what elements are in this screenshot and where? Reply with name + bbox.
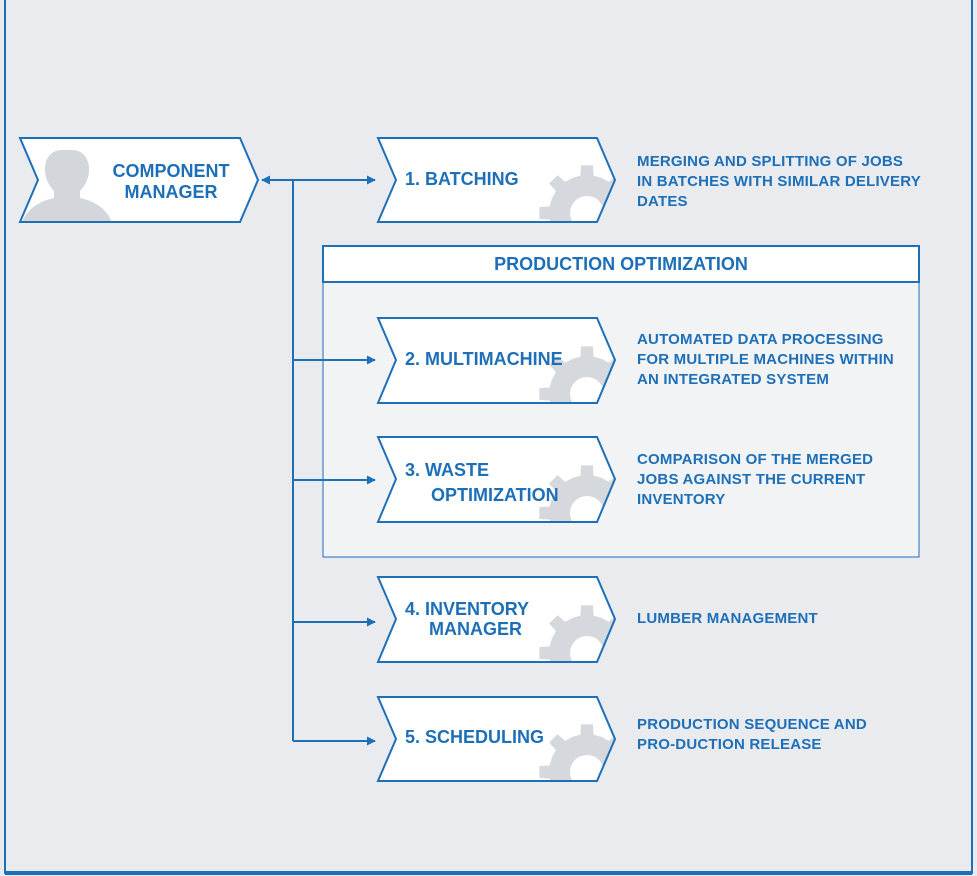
component-manager-label-line2: MANAGER xyxy=(124,181,218,202)
step-node-multimachine xyxy=(376,317,617,404)
step-node-scheduling xyxy=(376,696,617,782)
component-manager-node xyxy=(18,137,260,223)
step-label-scheduling: 5. SCHEDULING xyxy=(405,727,545,747)
step-description-batching: MERGING AND SPLITTING OF JOBS IN BATCHES… xyxy=(637,153,921,210)
step-label-inventory-manager: 4. INVENTORY MANAGER xyxy=(405,599,530,639)
production-optimization-title: PRODUCTION OPTIMIZATION xyxy=(494,254,748,274)
step-node-inventory-manager xyxy=(376,576,617,663)
step-node-batching xyxy=(376,137,617,223)
step-label-batching: 1. BATCHING xyxy=(405,169,519,189)
step-label-multimachine: 2. MULTIMACHINE xyxy=(405,349,563,369)
person-silhouette-icon xyxy=(22,150,112,222)
step-description-inventory-manager: LUMBER MANAGEMENT xyxy=(637,610,818,627)
step-description-waste-optimization: COMPARISON OF THE MERGED JOBS AGAINST TH… xyxy=(637,451,874,508)
step-label-waste-optimization: 3. WASTE OPTIMIZATION xyxy=(405,460,559,505)
step-node-waste-optimization xyxy=(376,436,617,523)
step-description-scheduling: PRODUCTION SEQUENCE AND PRO-DUCTION RELE… xyxy=(637,716,867,753)
production-optimization-header xyxy=(322,245,920,283)
step-description-multimachine: AUTOMATED DATA PROCESSING FOR MULTIPLE M… xyxy=(637,331,894,388)
component-manager-label: COMPONENT MANAGER xyxy=(86,161,256,202)
component-manager-label-line1: COMPONENT xyxy=(112,161,230,181)
